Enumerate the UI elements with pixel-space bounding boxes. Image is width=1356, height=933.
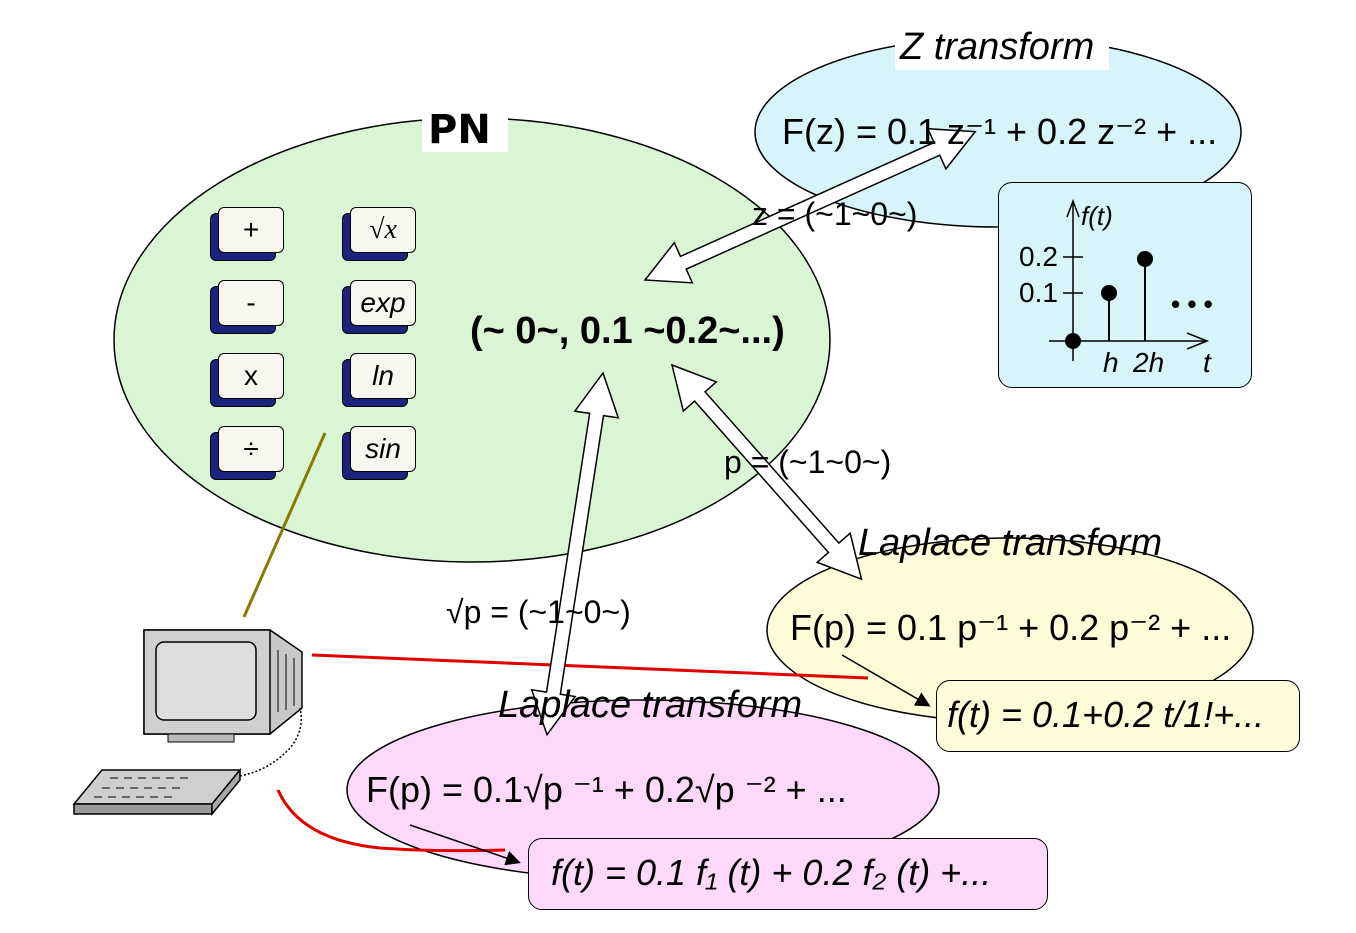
pn-title: PN bbox=[428, 107, 491, 153]
key-ln-label: ln bbox=[372, 360, 394, 391]
pointer-arrow-2 bbox=[409, 824, 521, 866]
inset-xtick-2h: 2h bbox=[1133, 347, 1165, 378]
olive-link-line bbox=[242, 432, 327, 618]
laplace1-result: f(t) = 0.1+0.2 t/1!+... bbox=[947, 694, 1265, 735]
laplace1-mapping: p = (~1~0~) bbox=[724, 444, 892, 480]
arrow-pn-laplace2 bbox=[530, 371, 620, 737]
laplace1-formula: F(p) = 0.1 p⁻¹ + 0.2 p⁻² + ... bbox=[790, 607, 1232, 648]
key-exp[interactable]: exp bbox=[342, 280, 416, 334]
laplace1-title: Laplace transform bbox=[858, 522, 1163, 564]
z-inset-plot: f(t) 0.2 0.1 h 2h t • • • bbox=[998, 182, 1252, 388]
arrow-pn-z bbox=[643, 127, 977, 284]
key-plus-label: + bbox=[242, 214, 260, 245]
key-minus[interactable]: - bbox=[210, 280, 284, 334]
laplace2-title: Laplace transform bbox=[498, 684, 803, 726]
key-multiply-label: x bbox=[244, 360, 258, 391]
red-link-line-1 bbox=[311, 653, 869, 680]
inset-xlabel: t bbox=[1203, 347, 1211, 378]
key-divide[interactable]: ÷ bbox=[210, 426, 284, 480]
key-exp-label: exp bbox=[360, 287, 406, 318]
key-plus[interactable]: + bbox=[210, 207, 284, 261]
computer-icon bbox=[72, 629, 303, 817]
key-ln[interactable]: ln bbox=[342, 353, 416, 407]
key-sin-label: sin bbox=[365, 433, 401, 464]
key-sqrt-label: √x bbox=[369, 214, 397, 245]
arrow-pn-laplace1 bbox=[670, 363, 863, 581]
laplace1-result-box: f(t) = 0.1+0.2 t/1!+... bbox=[936, 680, 1300, 752]
laplace2-result: f(t) = 0.1 f₁ (t) + 0.2 f₂ (t) +... bbox=[551, 852, 992, 893]
key-minus-label: - bbox=[246, 287, 256, 318]
key-multiply[interactable]: x bbox=[210, 353, 284, 407]
laplace2-mapping: √p = (~1~0~) bbox=[446, 594, 631, 630]
pointer-arrow-1 bbox=[841, 654, 931, 707]
z-transform-title: Z transform bbox=[900, 26, 1095, 68]
inset-ytick-0-2: 0.2 bbox=[1019, 241, 1058, 272]
key-sqrt[interactable]: √x bbox=[342, 207, 416, 261]
inset-ytick-0-1: 0.1 bbox=[1019, 277, 1058, 308]
inset-point-0 bbox=[1065, 333, 1081, 349]
z-mapping: z = (~1~0~) bbox=[752, 196, 918, 232]
inset-xtick-h: h bbox=[1103, 347, 1119, 378]
laplace2-result-box: f(t) = 0.1 f₁ (t) + 0.2 f₂ (t) +... bbox=[528, 838, 1048, 910]
inset-point-2 bbox=[1137, 251, 1153, 267]
red-link-line-2 bbox=[276, 789, 506, 853]
key-sin[interactable]: sin bbox=[342, 426, 416, 480]
inset-ellipsis: • • • bbox=[1171, 289, 1213, 319]
pn-sequence: (~ 0~, 0.1 ~0.2~...) bbox=[470, 310, 785, 352]
laplace2-formula: F(p) = 0.1√p ⁻¹ + 0.2√p ⁻² + ... bbox=[366, 769, 847, 810]
inset-svg bbox=[1049, 198, 1210, 361]
key-divide-label: ÷ bbox=[243, 433, 259, 464]
z-transform-formula: F(z) = 0.1 z⁻¹ + 0.2 z⁻² + ... bbox=[782, 111, 1218, 152]
inset-point-1 bbox=[1101, 285, 1117, 301]
inset-ylabel: f(t) bbox=[1081, 201, 1113, 231]
